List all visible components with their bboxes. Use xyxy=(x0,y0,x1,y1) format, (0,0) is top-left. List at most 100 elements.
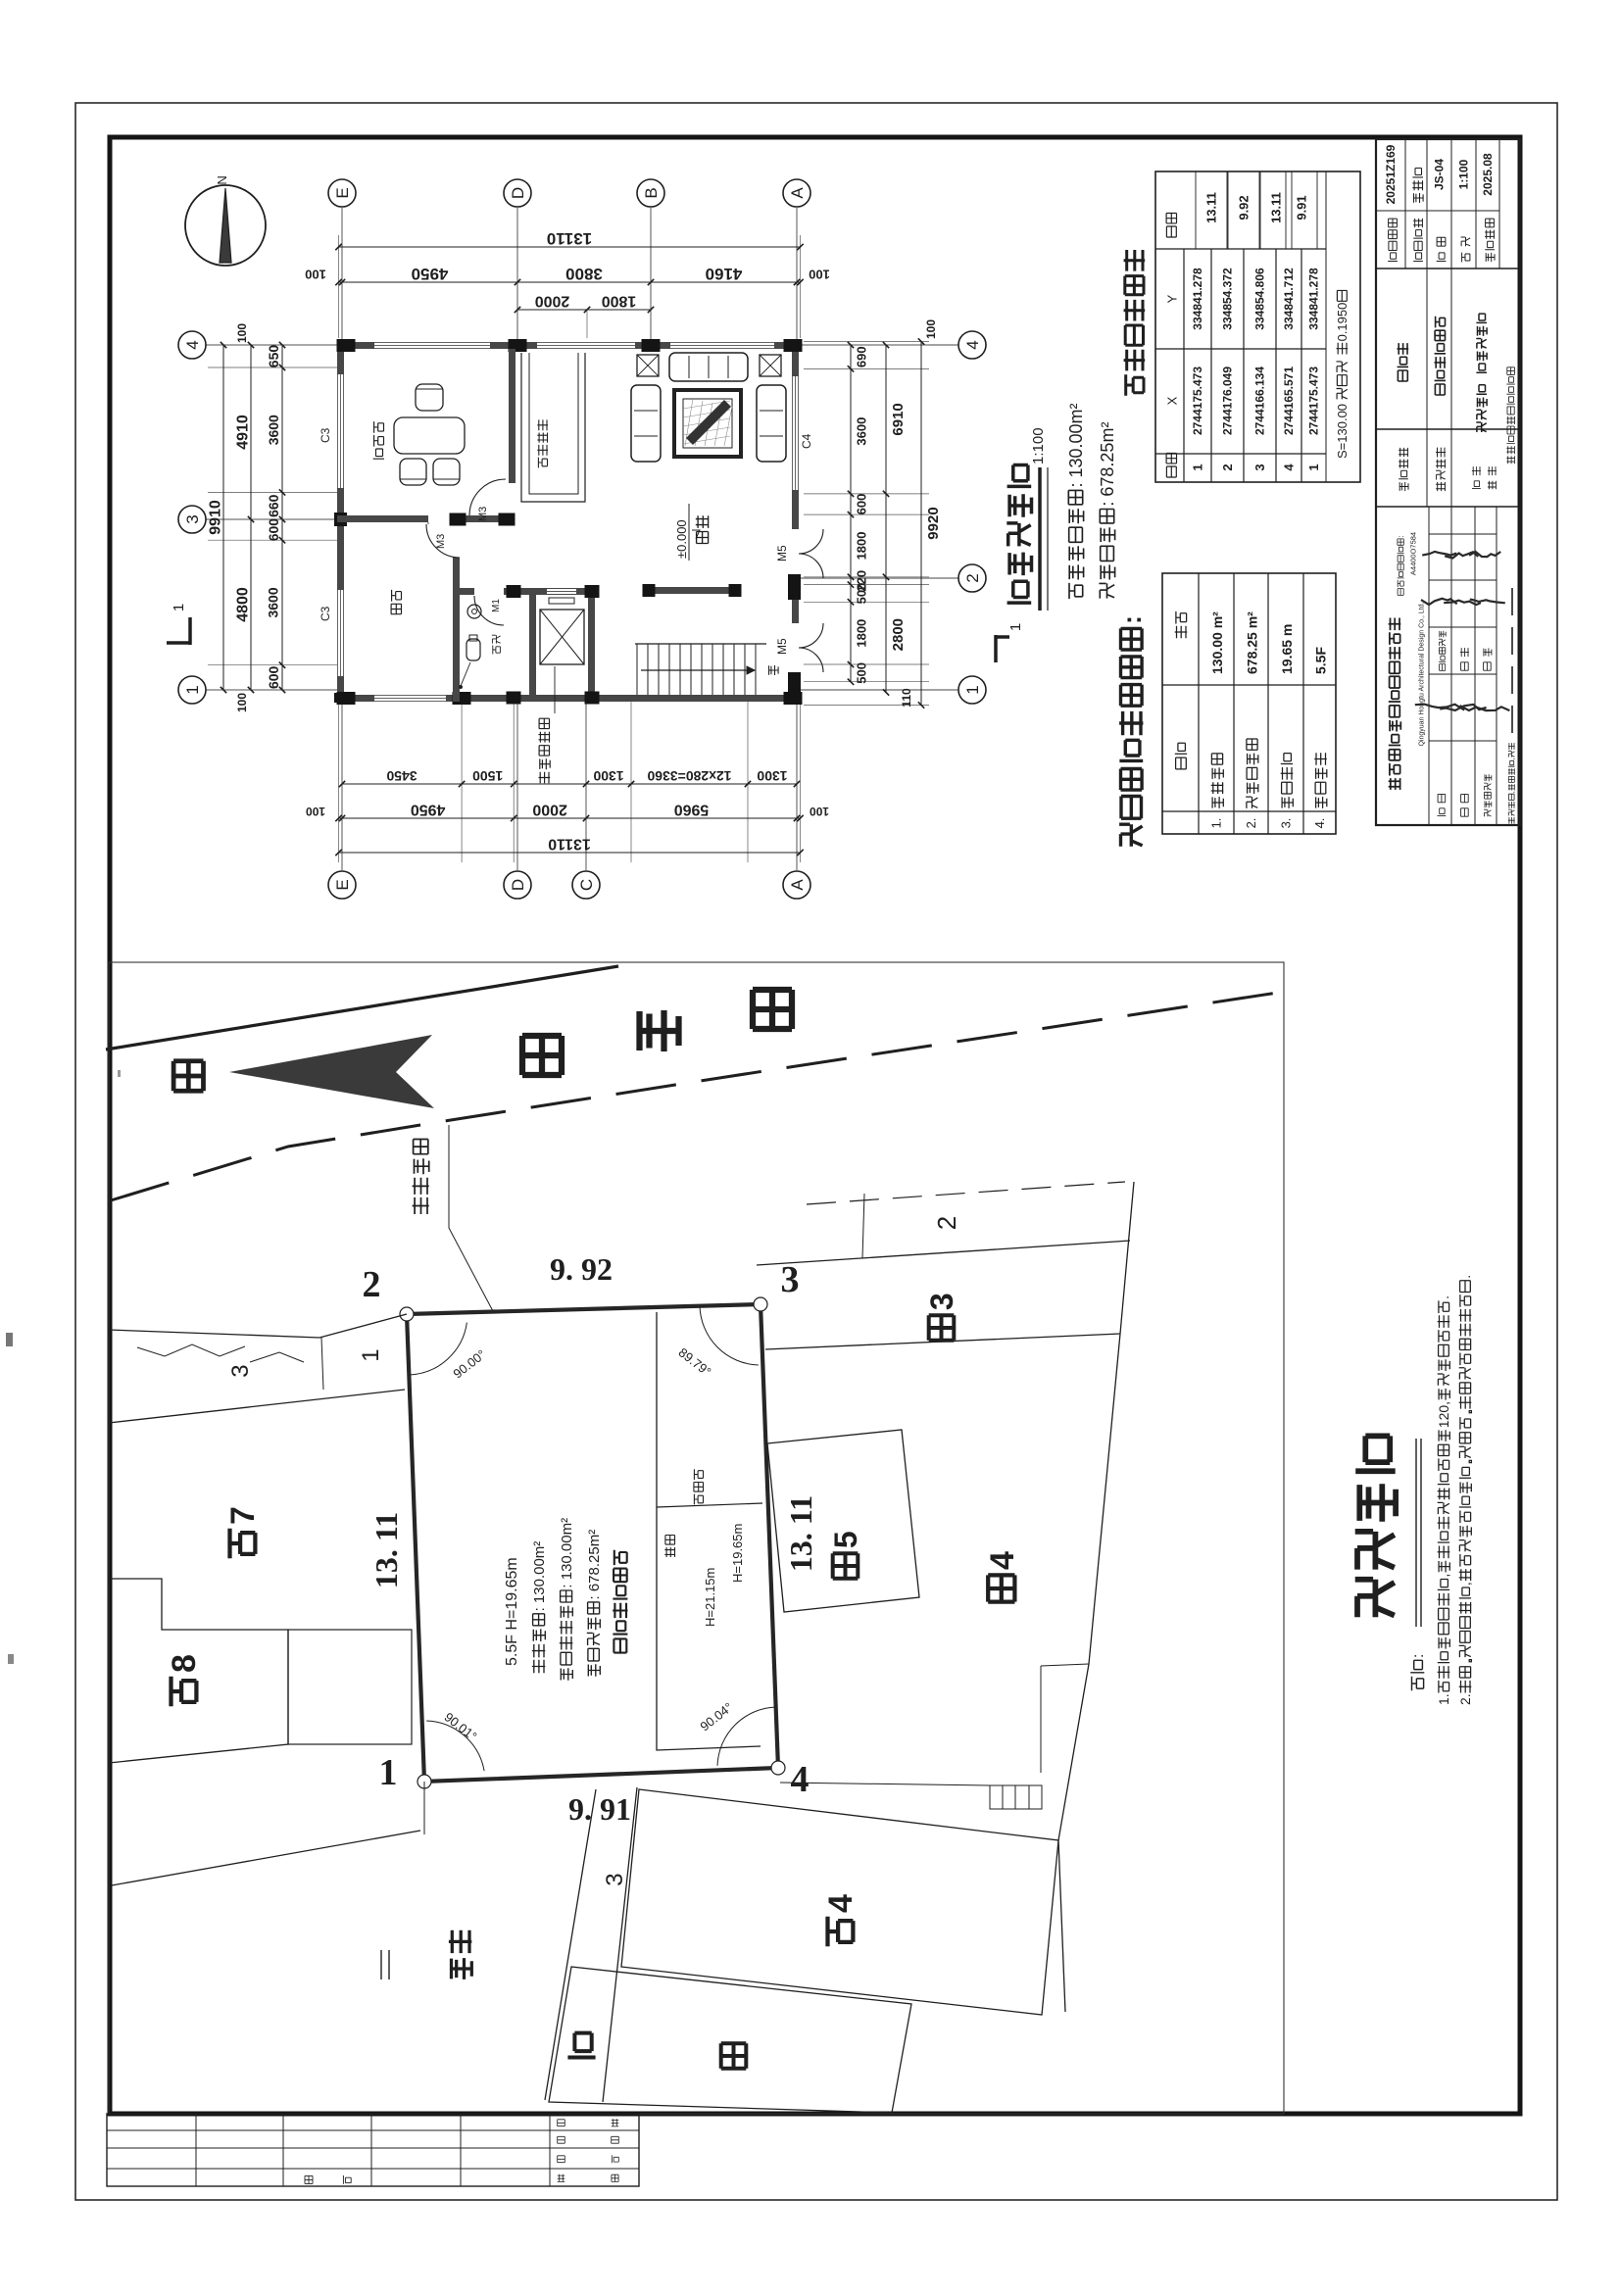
svg-text:2: 2 xyxy=(363,1264,381,1305)
svg-text:9. 92: 9. 92 xyxy=(550,1251,613,1287)
svg-text:2744165.571: 2744165.571 xyxy=(1282,366,1296,435)
svg-text:±0.000: ±0.000 xyxy=(674,519,689,559)
svg-text:600: 600 xyxy=(854,494,868,515)
svg-text:2: 2 xyxy=(963,573,982,582)
svg-text:4160: 4160 xyxy=(706,265,743,283)
svg-text:650: 650 xyxy=(266,345,281,368)
svg-text:2.: 2. xyxy=(1244,818,1258,829)
svg-text:4: 4 xyxy=(183,340,202,349)
svg-text:1: 1 xyxy=(183,685,202,694)
svg-text:M3: M3 xyxy=(435,534,447,549)
svg-text:M1: M1 xyxy=(491,599,502,612)
svg-text:3: 3 xyxy=(602,1873,628,1885)
svg-text:4950: 4950 xyxy=(411,802,446,818)
svg-text:1500: 1500 xyxy=(472,768,503,784)
svg-text:E: E xyxy=(333,187,352,198)
svg-text:500: 500 xyxy=(854,662,868,684)
svg-text:2025.08: 2025.08 xyxy=(1481,153,1495,196)
svg-text:5: 5 xyxy=(828,1531,863,1548)
svg-text:19.65 m: 19.65 m xyxy=(1279,624,1295,674)
svg-text:130.00 m²: 130.00 m² xyxy=(1209,611,1225,674)
svg-text:C3: C3 xyxy=(319,606,332,621)
svg-text:5960: 5960 xyxy=(674,802,710,818)
svg-text:3: 3 xyxy=(227,1364,254,1377)
svg-text:Qingyuan Hongtu Architectural: Qingyuan Hongtu Architectural Design Co.… xyxy=(1418,602,1425,746)
svg-text:3: 3 xyxy=(781,1259,800,1300)
svg-text:100: 100 xyxy=(810,805,829,818)
svg-text:9. 91: 9. 91 xyxy=(568,1791,631,1827)
svg-text:4.: 4. xyxy=(1312,818,1327,829)
svg-text:2000: 2000 xyxy=(535,293,570,310)
svg-text:1: 1 xyxy=(358,1348,384,1361)
svg-text:,: , xyxy=(1507,791,1516,793)
svg-text:1: 1 xyxy=(379,1752,398,1793)
svg-text:13.11: 13.11 xyxy=(1268,192,1283,223)
svg-text:,: , xyxy=(1436,1574,1451,1578)
svg-text:: 130.00m²: : 130.00m² xyxy=(559,1518,575,1588)
svg-text:9.92: 9.92 xyxy=(1236,195,1251,220)
svg-text:1:100: 1:100 xyxy=(1030,427,1047,464)
svg-text:678.25 m²: 678.25 m² xyxy=(1245,611,1260,674)
svg-text:1: 1 xyxy=(1190,464,1204,470)
svg-text:1300: 1300 xyxy=(593,768,623,784)
svg-text:2744175.473: 2744175.473 xyxy=(1191,366,1204,435)
svg-text:JS-04: JS-04 xyxy=(1433,159,1447,190)
svg-text:X: X xyxy=(1164,396,1179,405)
svg-text:E: E xyxy=(333,879,352,890)
svg-text:,: , xyxy=(1507,757,1516,759)
svg-text:C: C xyxy=(577,879,596,891)
svg-text:12x280=3360: 12x280=3360 xyxy=(647,768,731,784)
svg-text:3600: 3600 xyxy=(266,415,281,445)
svg-text:1: 1 xyxy=(963,685,982,694)
svg-text:5.5F: 5.5F xyxy=(1313,647,1329,674)
svg-text:N: N xyxy=(215,175,229,184)
svg-text:2744175.473: 2744175.473 xyxy=(1307,366,1321,435)
svg-text:2744176.049: 2744176.049 xyxy=(1221,366,1235,435)
svg-text:2800: 2800 xyxy=(890,618,907,651)
svg-text::: : xyxy=(1117,615,1147,624)
svg-text:3800: 3800 xyxy=(565,265,603,283)
svg-text:334841.712: 334841.712 xyxy=(1282,268,1296,330)
svg-text:C3: C3 xyxy=(319,427,332,443)
svg-text:1: 1 xyxy=(171,604,187,611)
svg-text:660: 660 xyxy=(266,494,281,517)
svg-text:110: 110 xyxy=(900,688,913,708)
svg-text:: 678.25m²: : 678.25m² xyxy=(1098,422,1117,507)
svg-text:H=19.65m: H=19.65m xyxy=(730,1524,745,1583)
svg-text:13110: 13110 xyxy=(547,229,592,248)
svg-text:M3: M3 xyxy=(477,507,489,521)
svg-text:9.91: 9.91 xyxy=(1294,195,1308,220)
svg-text:334841.278: 334841.278 xyxy=(1307,268,1321,330)
svg-text:600: 600 xyxy=(266,665,281,689)
svg-text:600: 600 xyxy=(266,518,281,542)
svg-text:9910: 9910 xyxy=(207,500,223,535)
svg-text:500: 500 xyxy=(854,583,868,605)
svg-text:A: A xyxy=(788,879,807,891)
svg-text:2.: 2. xyxy=(1457,1693,1473,1705)
svg-text:334854.806: 334854.806 xyxy=(1253,268,1267,330)
svg-text:2: 2 xyxy=(1220,464,1235,470)
svg-text:20251Z169: 20251Z169 xyxy=(1384,144,1398,204)
svg-text:2744166.134: 2744166.134 xyxy=(1253,366,1267,435)
svg-text:4910: 4910 xyxy=(234,415,251,450)
svg-text:M5: M5 xyxy=(775,545,789,562)
svg-text:1300: 1300 xyxy=(757,768,787,784)
svg-text:1800: 1800 xyxy=(602,293,637,310)
svg-text:6910: 6910 xyxy=(890,403,907,435)
svg-text:1800: 1800 xyxy=(854,532,868,561)
svg-text:1: 1 xyxy=(1007,623,1024,631)
svg-text:2000: 2000 xyxy=(532,802,567,818)
svg-text:1: 1 xyxy=(1306,464,1321,470)
svg-text:7: 7 xyxy=(224,1506,262,1525)
svg-text:5.5F H=19.65m: 5.5F H=19.65m xyxy=(504,1557,520,1666)
svg-text:: 678.25m²: : 678.25m² xyxy=(586,1530,603,1600)
svg-text:334854.372: 334854.372 xyxy=(1221,268,1235,330)
svg-text:220: 220 xyxy=(854,570,868,592)
svg-text:B: B xyxy=(642,187,661,198)
svg-text:8: 8 xyxy=(166,1654,203,1673)
svg-text:4: 4 xyxy=(791,1759,810,1800)
svg-text:1.: 1. xyxy=(1436,1693,1451,1705)
svg-text:,: , xyxy=(1457,1582,1473,1586)
svg-text:.: . xyxy=(1436,1295,1451,1299)
svg-text:9920: 9920 xyxy=(925,507,942,539)
